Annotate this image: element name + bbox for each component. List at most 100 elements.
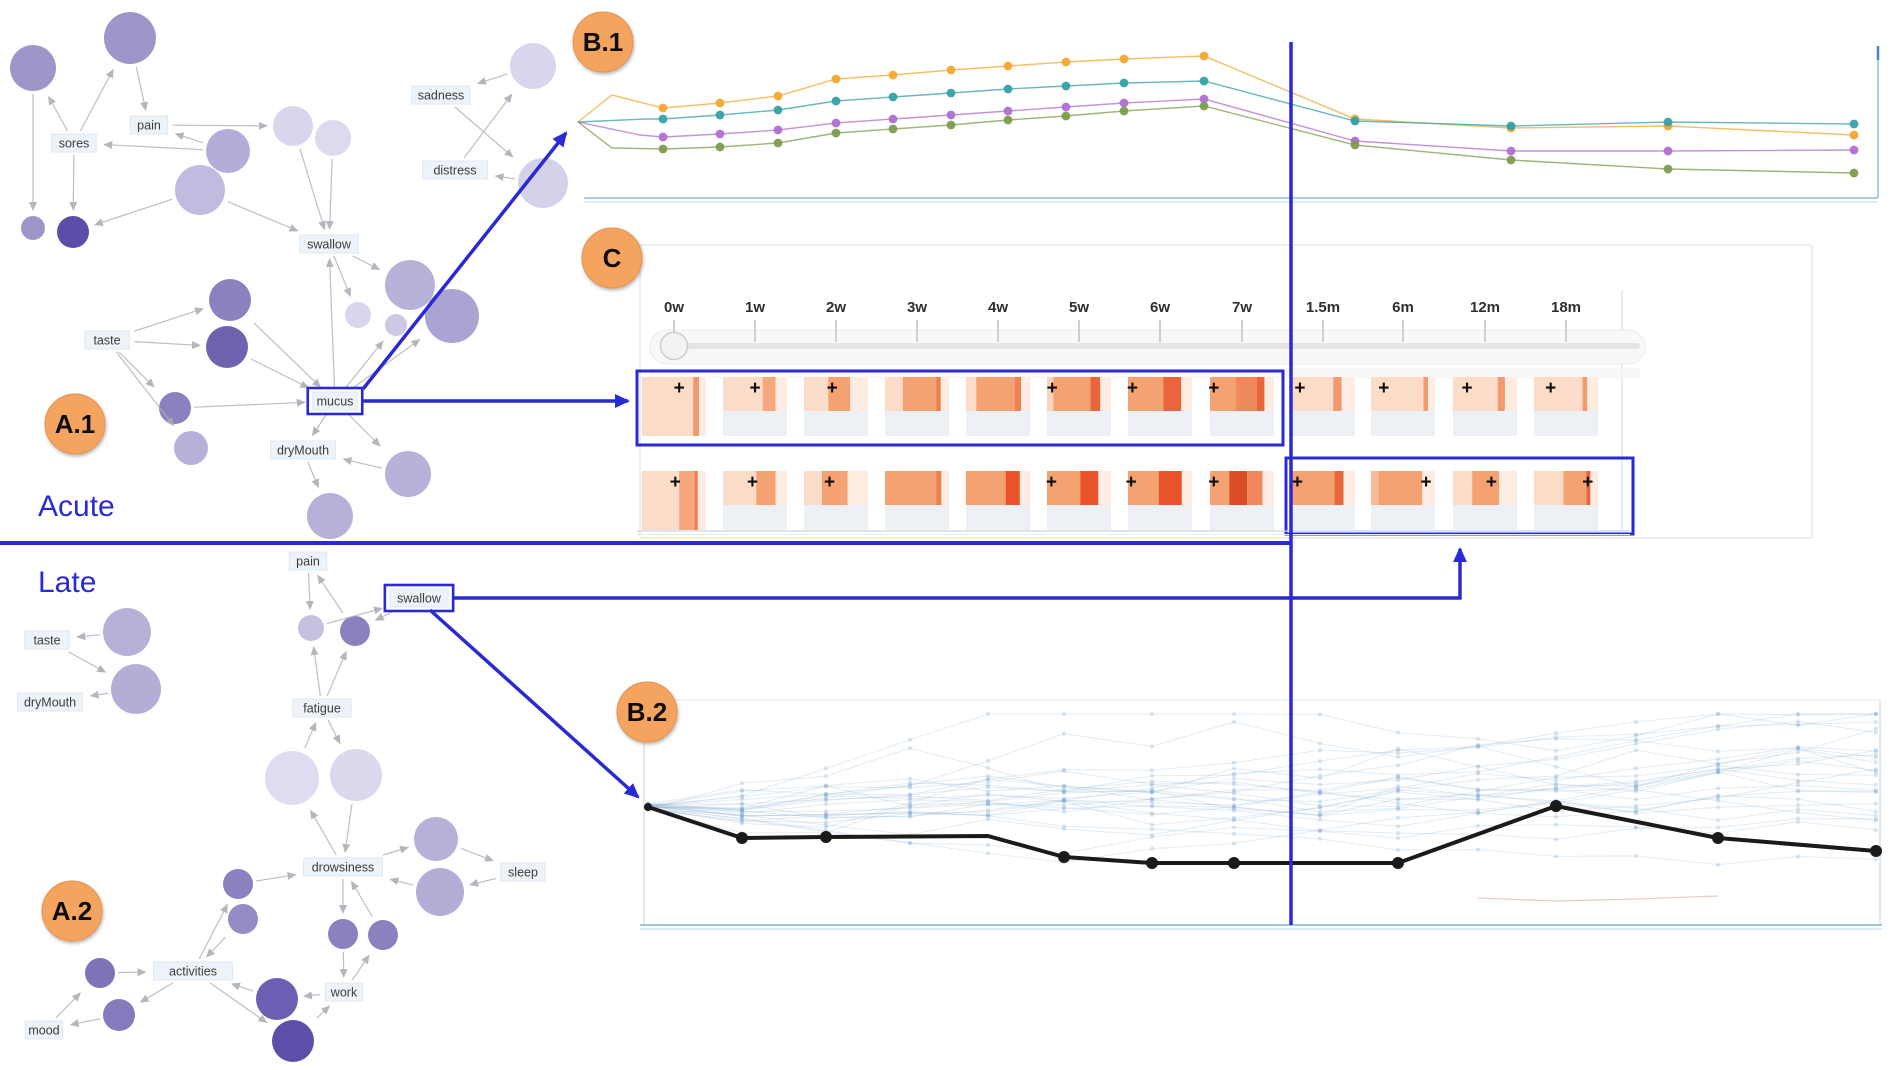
symptom-node[interactable]: [272, 1020, 314, 1062]
symptom-node[interactable]: [518, 158, 568, 208]
trend-dot-purple: [1003, 106, 1013, 116]
heatmap-segment: [1291, 377, 1334, 411]
symptom-node[interactable]: [256, 978, 298, 1020]
node-label-chip-sadness[interactable]: [411, 85, 471, 105]
node-label-chip-drowsiness[interactable]: [303, 857, 383, 877]
patient-line-dot: [1317, 776, 1323, 781]
node-label-chip-swallow[interactable]: [389, 588, 449, 608]
trend-dot-purple: [715, 129, 725, 139]
node-label-chip-taste[interactable]: [84, 330, 130, 350]
patient-line-dot: [1553, 748, 1559, 753]
symptom-node[interactable]: [330, 749, 382, 801]
trend-dot-teal: [658, 114, 668, 124]
symptom-node[interactable]: [265, 751, 319, 805]
patient-line-dot: [739, 806, 745, 811]
node-label-chip-swallow[interactable]: [299, 234, 359, 254]
trend-dot-teal: [1119, 78, 1129, 88]
selected-patient-dot: [644, 803, 652, 811]
node-label-chip-pain[interactable]: [288, 551, 328, 571]
heatmap-cell-lower: [723, 411, 787, 436]
patient-line-dot: [1795, 819, 1801, 824]
patient-line-dot: [1149, 832, 1155, 838]
patient-line-dot: [1231, 782, 1237, 787]
symptom-node[interactable]: [104, 12, 156, 64]
symptom-node[interactable]: [206, 326, 248, 368]
patient-line-dot: [1395, 754, 1401, 760]
timeline-slider-track[interactable]: [664, 343, 1640, 349]
trend-dot-teal: [1849, 119, 1859, 129]
trend-dot-teal: [715, 110, 725, 120]
node-label-chip-sleep[interactable]: [500, 862, 546, 882]
node-label-chip-mucus[interactable]: [312, 391, 358, 411]
graph-edge: [69, 1018, 101, 1028]
symptom-node[interactable]: [414, 817, 458, 861]
symptom-node[interactable]: [328, 919, 358, 949]
trend-dot-teal: [1506, 121, 1516, 131]
symptom-node[interactable]: [174, 431, 208, 465]
symptom-node[interactable]: [385, 260, 435, 310]
patient-line-dot: [1317, 712, 1323, 717]
node-label-chip-taste[interactable]: [24, 630, 70, 650]
patient-line-dot: [985, 809, 991, 815]
patient-line-dot: [1317, 827, 1323, 833]
trend-dot-teal: [1199, 76, 1209, 86]
symptom-node[interactable]: [206, 129, 250, 173]
selected-patient-dot: [820, 831, 832, 843]
symptom-node[interactable]: [385, 314, 407, 336]
symptom-node[interactable]: [416, 868, 464, 916]
node-label-chip-pain[interactable]: [129, 115, 169, 135]
patient-line-dot: [907, 780, 913, 786]
symptom-node[interactable]: [345, 302, 371, 328]
symptom-node[interactable]: [315, 120, 351, 156]
symptom-node[interactable]: [175, 165, 225, 215]
node-label-chip-work[interactable]: [324, 982, 364, 1002]
symptom-node[interactable]: [307, 493, 353, 539]
symptom-node[interactable]: [510, 43, 556, 89]
symptom-node[interactable]: [385, 451, 431, 497]
symptom-node[interactable]: [298, 615, 324, 641]
node-label-chip-dryMouth[interactable]: [16, 692, 83, 712]
patient-line-dot: [1231, 772, 1237, 778]
node-label-chip-dryMouth[interactable]: [269, 440, 336, 460]
symptom-node[interactable]: [223, 869, 253, 899]
symptom-node[interactable]: [57, 216, 89, 248]
trend-dot-purple: [946, 110, 956, 120]
patient-line-dot: [1149, 810, 1155, 816]
node-label-chip-fatigue[interactable]: [292, 698, 352, 718]
timeline-slider-thumb[interactable]: [659, 331, 689, 361]
patient-line-dot: [1633, 780, 1639, 786]
patient-line-dot: [1231, 818, 1237, 823]
symptom-node[interactable]: [111, 664, 161, 714]
patient-line-dot: [1149, 781, 1155, 787]
symptom-node[interactable]: [103, 999, 135, 1031]
heatmap-segment: [756, 471, 776, 505]
symptom-node[interactable]: [103, 608, 151, 656]
mean-marker-mucus-18m: +: [1545, 378, 1556, 399]
symptom-node[interactable]: [228, 904, 258, 934]
graph-edge: [317, 574, 344, 614]
symptom-node[interactable]: [340, 616, 370, 646]
patient-line: [647, 721, 1877, 805]
symptom-node[interactable]: [10, 45, 56, 91]
symptom-node[interactable]: [21, 216, 45, 240]
patient-line-dot: [823, 812, 829, 818]
symptom-node[interactable]: [425, 289, 479, 343]
symptom-node[interactable]: [85, 958, 115, 988]
patient-line-dot: [1715, 768, 1721, 773]
graph-edge: [253, 322, 322, 388]
patient-line-dot: [823, 783, 829, 789]
node-label-chip-distress[interactable]: [421, 160, 488, 180]
node-label-chip-activities[interactable]: [153, 961, 233, 981]
node-label-chip-sores[interactable]: [51, 133, 97, 153]
symptom-node[interactable]: [209, 279, 251, 321]
node-label-mucus: mucus: [317, 395, 354, 409]
patient-line-dot: [739, 808, 745, 813]
symptom-node[interactable]: [159, 392, 191, 424]
graph-edge: [344, 340, 384, 390]
heatmap-cell-lower: [1534, 505, 1598, 530]
patient-line-dot: [1475, 777, 1481, 782]
selected-node-box-mucus[interactable]: [306, 386, 364, 416]
symptom-node[interactable]: [273, 106, 313, 146]
node-label-chip-mood[interactable]: [24, 1020, 64, 1040]
symptom-node[interactable]: [368, 920, 398, 950]
